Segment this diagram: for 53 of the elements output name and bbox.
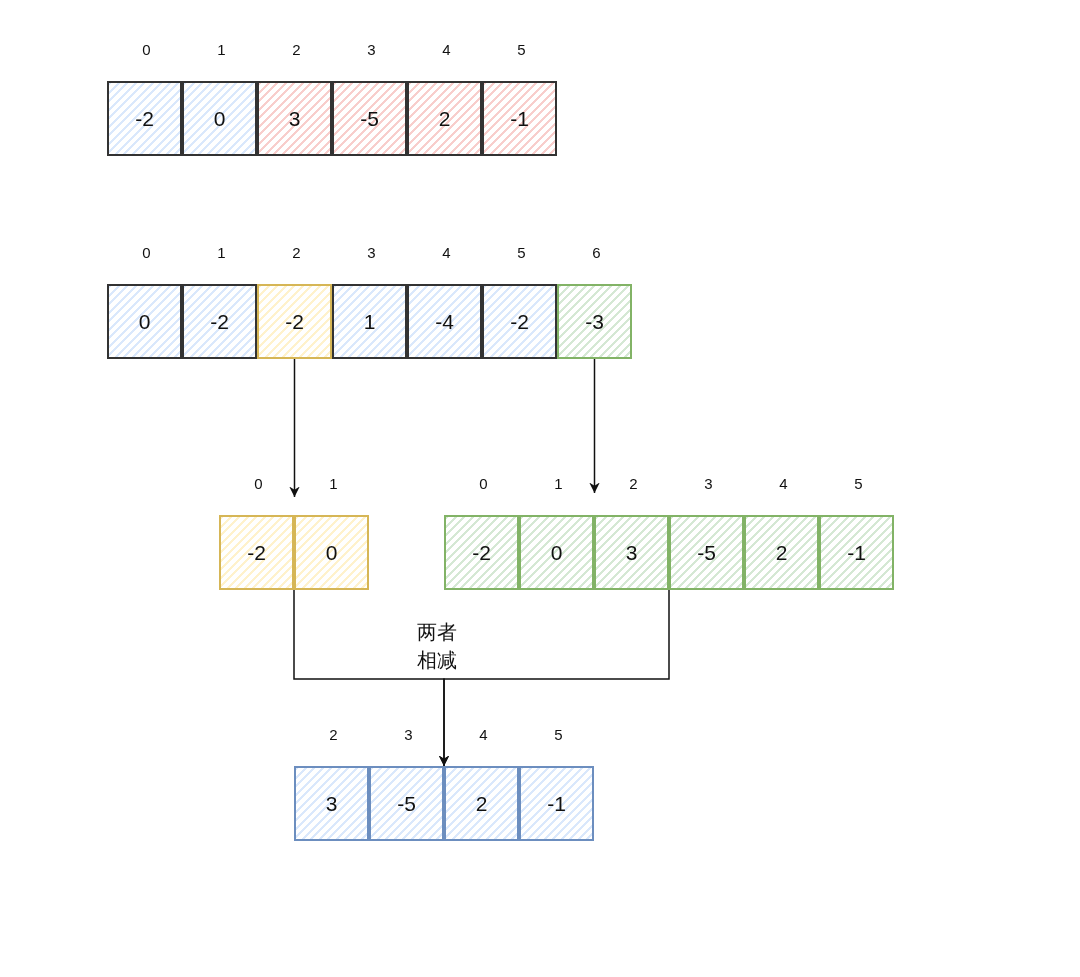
index-label: 2 — [328, 726, 339, 743]
index-label: 3 — [403, 726, 414, 743]
cell-value: 2 — [775, 540, 788, 565]
index-label: 1 — [328, 475, 339, 492]
index-label: 1 — [216, 244, 227, 261]
index-label: 1 — [553, 475, 564, 492]
index-label: 0 — [478, 475, 489, 492]
cell-value: -5 — [397, 791, 416, 816]
cell-value: -2 — [210, 309, 229, 334]
index-label: 3 — [703, 475, 714, 492]
cell-value: -2 — [510, 309, 529, 334]
cell-value: 0 — [550, 540, 563, 565]
cell-value: 0 — [213, 106, 226, 131]
cell-value: 3 — [288, 106, 301, 131]
arrow — [289, 358, 300, 498]
index-label: 1 — [216, 41, 227, 58]
index-label: 2 — [628, 475, 639, 492]
index-label: 5 — [553, 726, 564, 743]
cell-value: -2 — [135, 106, 154, 131]
index-label: 5 — [853, 475, 864, 492]
index-label: 5 — [516, 244, 527, 261]
index-label: 0 — [141, 244, 152, 261]
cell-value: -2 — [285, 309, 304, 334]
cell-value: -1 — [547, 791, 566, 816]
index-label: 4 — [478, 726, 489, 743]
cell-value: 2 — [438, 106, 451, 131]
arrow — [589, 358, 600, 494]
cell-value: 3 — [625, 540, 638, 565]
cell-value: 0 — [325, 540, 338, 565]
index-label: 5 — [516, 41, 527, 58]
cell-value: -1 — [847, 540, 866, 565]
cell-value: 3 — [325, 791, 338, 816]
arrow — [438, 589, 670, 767]
cell-value: 2 — [475, 791, 488, 816]
index-label: 4 — [441, 41, 452, 58]
index-label: 4 — [778, 475, 789, 492]
index-label: 3 — [366, 41, 377, 58]
cell-value: -5 — [360, 106, 379, 131]
cell-value: 0 — [138, 309, 151, 334]
index-label: 2 — [291, 41, 302, 58]
cell-value: -1 — [510, 106, 529, 131]
cell-value: -3 — [585, 309, 604, 334]
cell-value: -2 — [472, 540, 491, 565]
cell-value: -2 — [247, 540, 266, 565]
cell-value: -5 — [697, 540, 716, 565]
index-label: 0 — [253, 475, 264, 492]
cell-value: 1 — [363, 309, 376, 334]
index-label: 0 — [141, 41, 152, 58]
index-label: 2 — [291, 244, 302, 261]
index-label: 4 — [441, 244, 452, 261]
index-label: 6 — [591, 244, 602, 261]
index-label: 3 — [366, 244, 377, 261]
cell-value: -4 — [435, 309, 454, 334]
